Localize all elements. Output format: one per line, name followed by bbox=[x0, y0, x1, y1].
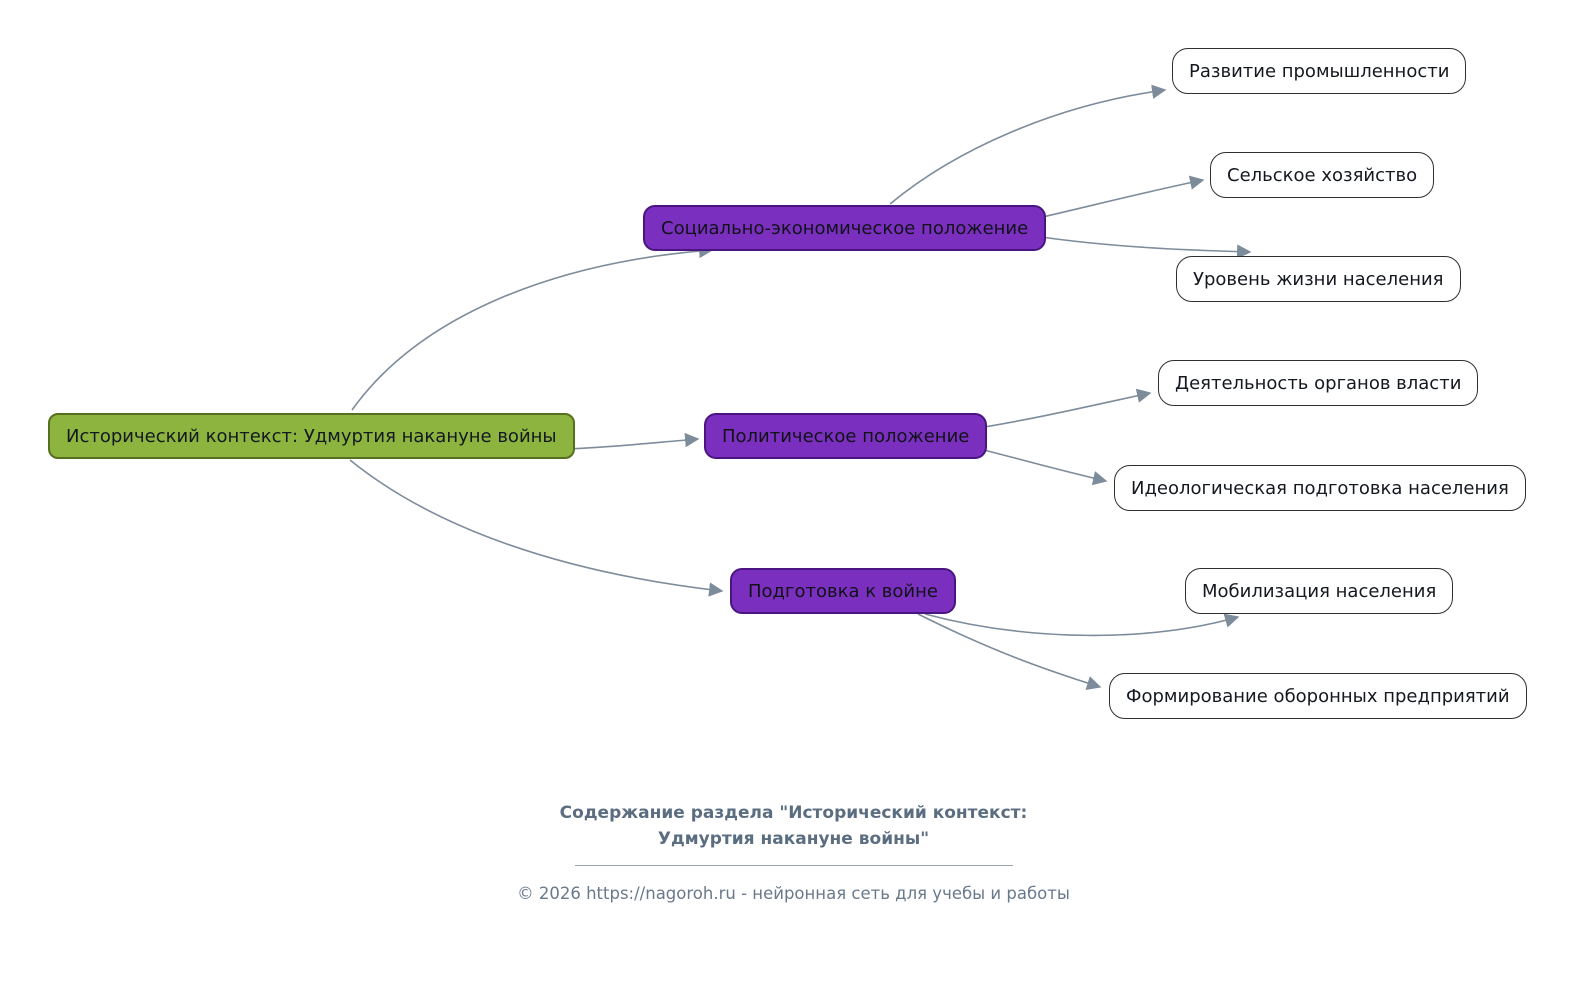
edge-root-war-preparation bbox=[349, 459, 724, 597]
copyright-prefix: © 2026 bbox=[517, 883, 587, 903]
footer-divider bbox=[574, 864, 1013, 866]
node-branch-socioeconomic: Социально-экономическое положение bbox=[643, 205, 1047, 251]
edge-socioeconomic-living-standards bbox=[1033, 235, 1252, 259]
node-root-historical-context: Исторический контекст: Удмуртия накануне… bbox=[48, 413, 575, 459]
node-label: Развитие промышленности bbox=[1189, 60, 1450, 82]
node-label: Формирование оборонных предприятий bbox=[1126, 685, 1510, 707]
edge-root-socioeconomic bbox=[351, 243, 714, 411]
copyright-suffix: - нейронная сеть для учебы и работы bbox=[735, 883, 1070, 903]
node-leaf-government-activity: Деятельность органов власти bbox=[1158, 360, 1479, 406]
node-label: Деятельность органов власти bbox=[1175, 372, 1462, 394]
footer-section-title: Содержание раздела "Исторический контекс… bbox=[559, 803, 1028, 850]
edge-root-political bbox=[566, 432, 700, 450]
node-label: Подготовка к войне bbox=[748, 580, 938, 602]
edge-political-ideology bbox=[971, 446, 1108, 486]
site-link[interactable]: https://nagoroh.ru bbox=[586, 883, 736, 903]
node-label: Идеологическая подготовка населения bbox=[1131, 477, 1509, 499]
edge-socioeconomic-industry bbox=[889, 84, 1167, 205]
edge-political-government bbox=[971, 388, 1152, 430]
node-leaf-population-mobilization: Мобилизация населения bbox=[1185, 568, 1454, 614]
node-leaf-industry-development: Развитие промышленности bbox=[1172, 48, 1467, 94]
node-branch-war-preparation: Подготовка к войне bbox=[730, 568, 956, 614]
node-leaf-defense-enterprises: Формирование оборонных предприятий bbox=[1109, 673, 1527, 719]
edge-preparation-mobilization bbox=[924, 613, 1240, 637]
copyright: © 2026 https://nagoroh.ru - нейронная се… bbox=[444, 884, 1144, 903]
node-label: Сельское хозяйство bbox=[1227, 164, 1418, 186]
node-label: Уровень жизни населения bbox=[1193, 268, 1444, 290]
node-leaf-living-standards: Уровень жизни населения bbox=[1176, 256, 1461, 302]
node-label: Мобилизация населения bbox=[1202, 580, 1437, 602]
edge-socioeconomic-agriculture bbox=[1033, 175, 1205, 220]
footer: Содержание раздела "Исторический контекс… bbox=[444, 800, 1144, 903]
node-label: Социально-экономическое положение bbox=[661, 217, 1029, 239]
node-leaf-agriculture: Сельское хозяйство bbox=[1210, 152, 1435, 198]
node-branch-political: Политическое положение bbox=[704, 413, 988, 459]
node-label: Исторический контекст: Удмуртия накануне… bbox=[66, 425, 557, 447]
node-leaf-ideological-preparation: Идеологическая подготовка населения bbox=[1114, 465, 1526, 511]
node-label: Политическое положение bbox=[722, 425, 970, 447]
edge-preparation-defense-enterprises bbox=[917, 613, 1102, 690]
